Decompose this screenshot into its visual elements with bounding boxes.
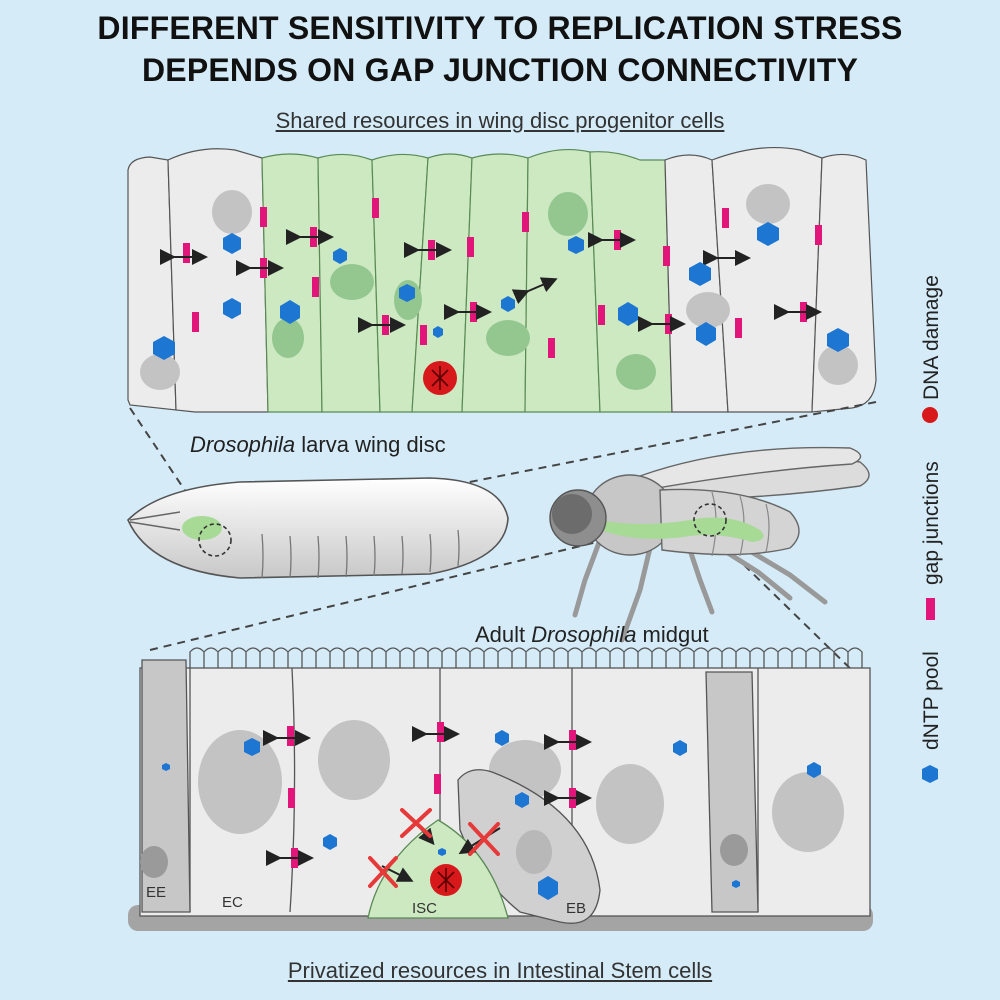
grey-cell: [167, 148, 269, 413]
title-line-1: DIFFERENT SENSITIVITY TO REPLICATION STR…: [97, 10, 903, 46]
adult-label-prefix: Adult: [475, 622, 532, 647]
larva-label-rest: larva wing disc: [295, 432, 446, 457]
adult-label-rest: midgut: [636, 622, 709, 647]
wing-disc-panel: [127, 146, 877, 413]
adult-label-italic: Drosophila: [531, 622, 637, 647]
ee-cell: [705, 671, 759, 913]
larva-label: Drosophila larva wing disc: [190, 432, 446, 458]
adult-label: Adult Drosophila midgut: [475, 622, 709, 648]
larva-illustration: [127, 477, 509, 579]
title-line-2: DEPENDS ON GAP JUNCTION CONNECTIVITY: [141, 52, 859, 88]
ec-label: EC: [222, 894, 243, 911]
dntp-legend-icon: [922, 765, 938, 783]
ee-label: EE: [146, 884, 167, 901]
eb-label: EB: [566, 900, 587, 917]
dna-damage-legend-icon: [922, 407, 938, 423]
legend-gap-junctions: gap junctions: [920, 461, 943, 585]
grey-cell: [811, 153, 877, 413]
fly-illustration: [549, 446, 870, 643]
midgut-panel: [128, 647, 873, 931]
gap-junction-legend-icon: [926, 598, 935, 620]
isc-label: ISC: [412, 900, 438, 917]
top-panel-caption: Shared resources in wing disc progenitor…: [275, 108, 725, 133]
bottom-panel-caption: Privatized resources in Intestinal Stem …: [287, 958, 713, 983]
green-cell: [461, 153, 529, 413]
larva-label-italic: Drosophila: [190, 432, 296, 457]
legend-dna-damage: DNA damage: [920, 275, 943, 400]
legend-dntp: dNTP pool: [920, 651, 943, 750]
green-cell: [524, 148, 601, 413]
